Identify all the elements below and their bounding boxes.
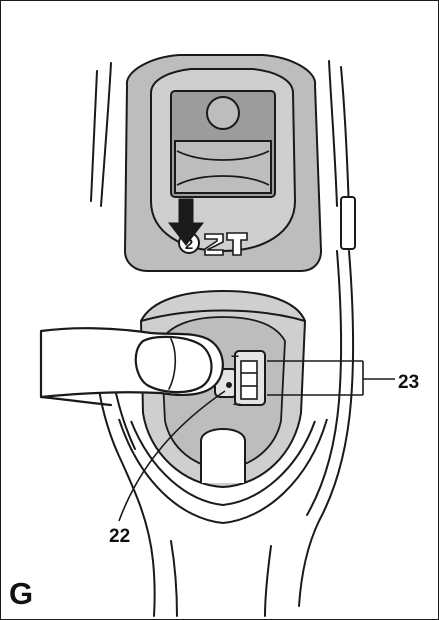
figure-letter: G <box>9 576 34 611</box>
indicator-panel <box>118 289 328 525</box>
release-button-circle <box>206 96 240 130</box>
leader-lines <box>118 360 395 522</box>
release-button <box>174 140 272 194</box>
callout-label-23: 23 <box>398 372 420 393</box>
battery-pack: 2 <box>123 54 323 272</box>
callout-label-22: 22 <box>109 526 131 547</box>
battery-gauge: + − <box>231 348 266 412</box>
down-arrow-icon <box>167 198 205 246</box>
gauge-minus-symbol: − <box>233 396 241 412</box>
gauge-plus-symbol: + <box>231 348 239 364</box>
hand-illustration <box>39 327 224 407</box>
thumb <box>134 335 213 394</box>
pack-marking-number: 2 <box>185 236 193 253</box>
